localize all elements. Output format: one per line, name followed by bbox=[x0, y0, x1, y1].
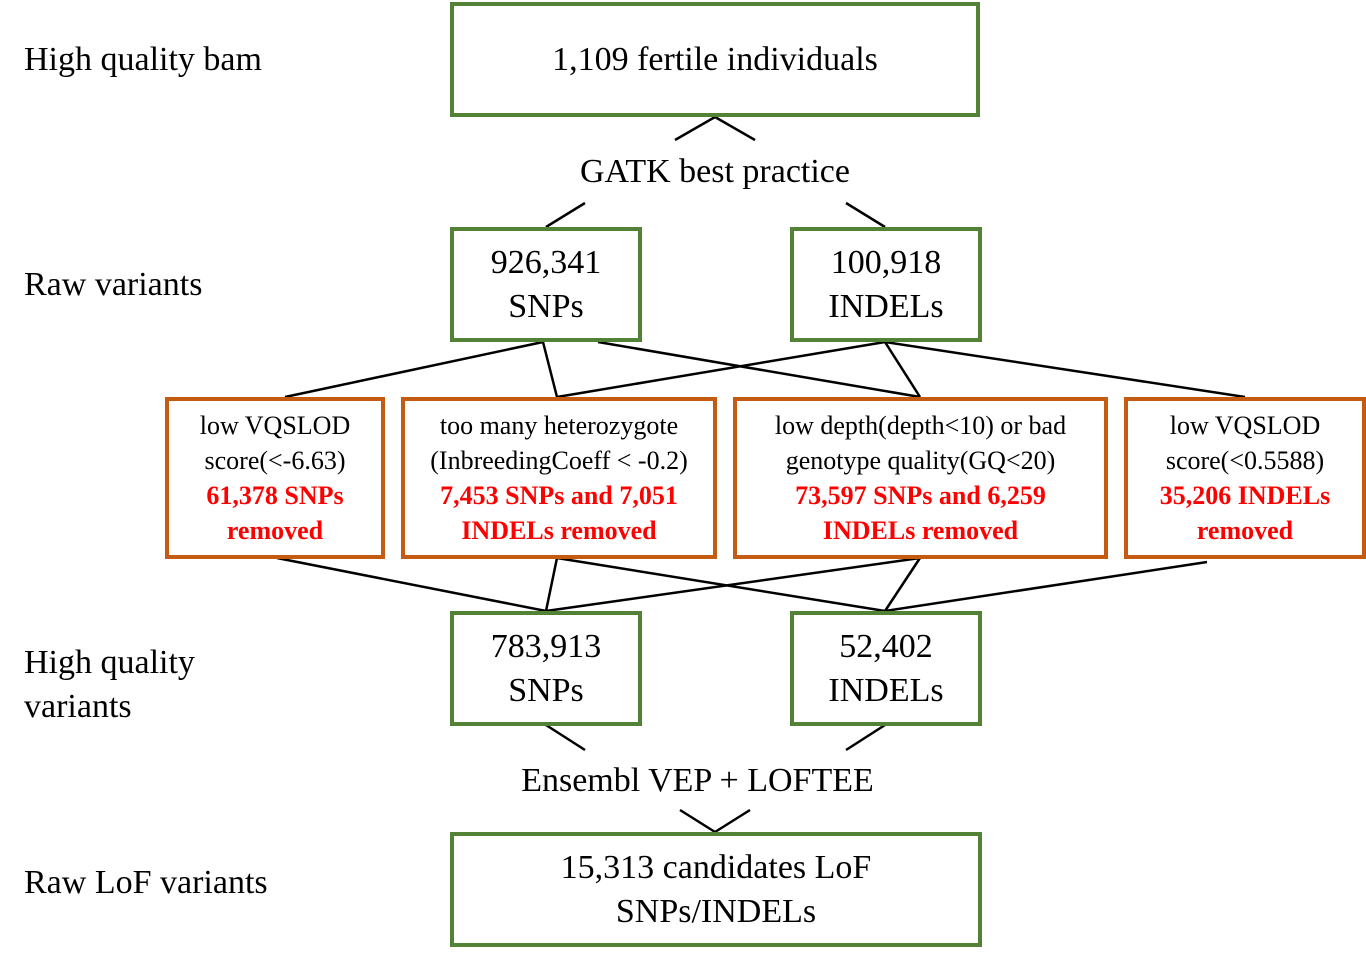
lof-line2: SNPs/INDELs bbox=[615, 892, 817, 930]
filter-box-heterozygote: too many heterozygote (InbreedingCoeff <… bbox=[401, 397, 717, 559]
stage-label-hq-variants: High quality variants bbox=[24, 641, 195, 729]
filter-criterion-line2: score(<-6.63) bbox=[204, 446, 346, 475]
raw-indels-type: INDELs bbox=[828, 287, 944, 325]
connector-line bbox=[679, 808, 716, 834]
filter-removed-line2: INDELs removed bbox=[822, 516, 1019, 545]
connector-line bbox=[845, 201, 886, 229]
stage-label-hq-line1: High quality bbox=[24, 644, 195, 681]
connector-line bbox=[545, 556, 921, 613]
connector-line bbox=[884, 560, 1208, 613]
hq-snps-box: 783,913 SNPs bbox=[450, 611, 642, 726]
lof-line1: 15,313 candidates LoF bbox=[560, 848, 872, 886]
filter-criterion-line1: low depth(depth<10) or bad bbox=[774, 411, 1067, 440]
individuals-text: 1,109 fertile individuals bbox=[552, 40, 878, 78]
raw-snps-box: 926,341 SNPs bbox=[450, 227, 642, 342]
connector-line bbox=[714, 115, 756, 142]
filter-removed-line1: 7,453 SNPs and 7,051 bbox=[440, 481, 678, 510]
vep-process-label: Ensembl VEP + LOFTEE bbox=[490, 759, 905, 803]
filter-criterion-line1: low VQSLOD bbox=[1169, 411, 1321, 440]
filter-criterion-line1: too many heterozygote bbox=[439, 411, 679, 440]
filter-removed-line1: 61,378 SNPs bbox=[206, 481, 344, 510]
filter-box-indel-vqslod: low VQSLOD score(<0.5588) 35,206 INDELs … bbox=[1124, 397, 1366, 559]
stage-label-hq-line2: variants bbox=[24, 688, 132, 725]
connector-line bbox=[714, 808, 751, 834]
stage-label-bam: High quality bam bbox=[24, 41, 262, 78]
connector-line bbox=[545, 723, 586, 752]
connector-line bbox=[541, 341, 559, 398]
connector-line bbox=[845, 723, 886, 752]
filter-box-snp-vqslod: low VQSLOD score(<-6.63) 61,378 SNPs rem… bbox=[165, 397, 385, 559]
hq-snps-type: SNPs bbox=[508, 671, 584, 709]
raw-snps-count: 926,341 bbox=[490, 243, 602, 281]
filter-removed-line1: 35,206 INDELs bbox=[1159, 481, 1331, 510]
filter-removed-line1: 73,597 SNPs and 6,259 bbox=[795, 481, 1046, 510]
raw-indels-box: 100,918 INDELs bbox=[790, 227, 982, 342]
connector-line bbox=[883, 341, 922, 398]
filter-box-depth-quality: low depth(depth<10) or bad genotype qual… bbox=[733, 397, 1108, 559]
connector-line bbox=[544, 557, 559, 612]
filter-criterion-line2: score(<0.5588) bbox=[1165, 446, 1325, 475]
raw-snps-type: SNPs bbox=[508, 287, 584, 325]
connector-line bbox=[883, 557, 922, 612]
connector-line bbox=[556, 556, 886, 613]
connector-line bbox=[284, 340, 544, 399]
filter-criterion-line2: genotype quality(GQ<20) bbox=[785, 446, 1056, 475]
hq-indels-box: 52,402 INDELs bbox=[790, 611, 982, 726]
gatk-process-label: GATK best practice bbox=[550, 150, 880, 194]
connector-line bbox=[884, 340, 1246, 399]
connector-line bbox=[545, 201, 586, 229]
filter-criterion-line2: (InbreedingCoeff < -0.2) bbox=[430, 446, 688, 475]
filter-removed-line2: removed bbox=[1196, 516, 1294, 545]
filter-criterion-line1: low VQSLOD bbox=[199, 411, 351, 440]
connector-line bbox=[674, 115, 716, 142]
connector-line bbox=[276, 556, 547, 613]
hq-snps-count: 783,913 bbox=[490, 627, 602, 665]
raw-indels-count: 100,918 bbox=[830, 243, 942, 281]
filter-removed-line2: removed bbox=[226, 516, 324, 545]
hq-indels-type: INDELs bbox=[828, 671, 944, 709]
hq-indels-count: 52,402 bbox=[839, 627, 933, 665]
connector-line bbox=[556, 340, 886, 399]
individuals-box: 1,109 fertile individuals bbox=[450, 2, 980, 117]
stage-label-raw-variants: Raw variants bbox=[24, 266, 203, 303]
connector-line bbox=[597, 340, 921, 399]
stage-label-raw-lof: Raw LoF variants bbox=[24, 864, 268, 901]
filter-removed-line2: INDELs removed bbox=[461, 516, 657, 545]
lof-candidates-box: 15,313 candidates LoF SNPs/INDELs bbox=[450, 832, 982, 947]
